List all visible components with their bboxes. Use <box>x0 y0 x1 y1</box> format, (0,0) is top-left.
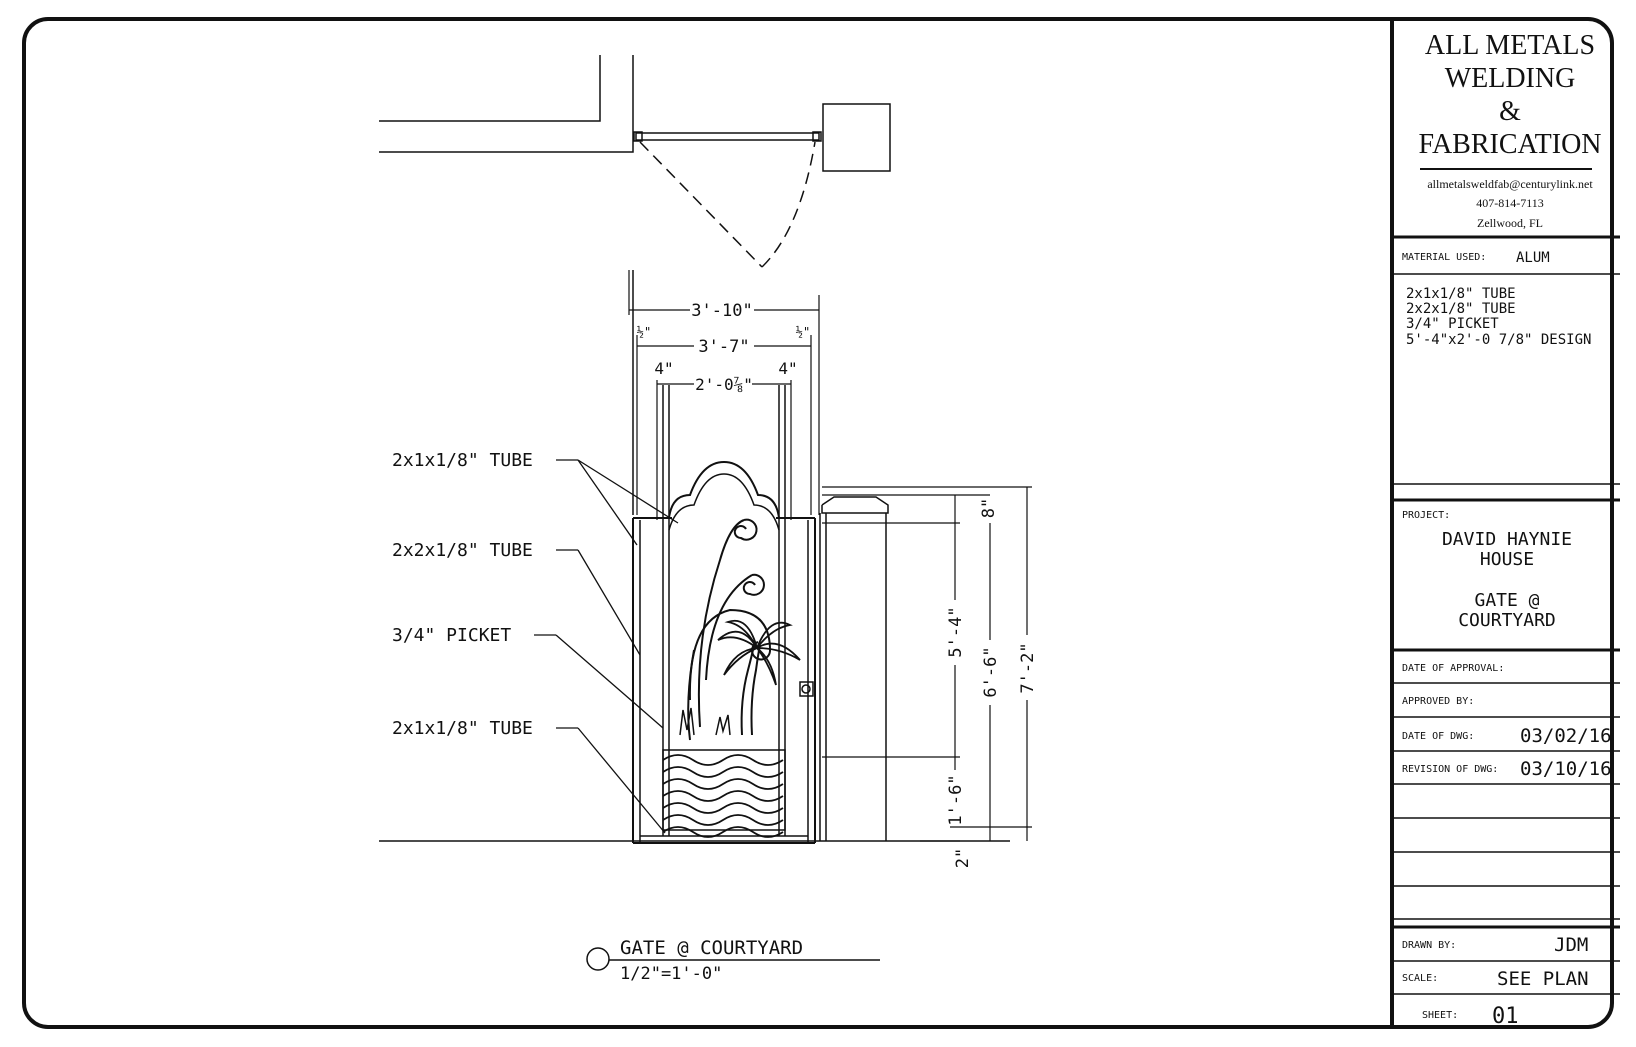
plan-swing-line <box>639 141 763 268</box>
palm-leaf <box>723 647 758 676</box>
plan-swing-arc <box>761 141 816 268</box>
material-item: 2x2x1/8" TUBE <box>1406 301 1516 317</box>
scale-label: SCALE: <box>1402 973 1438 984</box>
dimensions: 3'-10" ½" ½" 3'-7" 4" 4" 2'-0⅞" 8" 5'-4"… <box>628 270 1038 868</box>
project-label: PROJECT: <box>1402 510 1450 521</box>
caption-bubble <box>586 947 610 971</box>
frond-stem <box>697 519 745 728</box>
post-cap <box>821 496 889 514</box>
date-of-dwg-label: DATE OF DWG: <box>1402 731 1474 742</box>
frond-stem <box>687 649 695 741</box>
company-name-line2: WELDING <box>1445 63 1576 94</box>
project-desc-line2: COURTYARD <box>1458 610 1556 631</box>
dim-design-width: 2'-0⅞" <box>695 375 753 394</box>
caption-title: GATE @ COURTYARD <box>620 937 803 959</box>
wave-panel <box>662 749 786 831</box>
plan-view <box>379 55 891 268</box>
project-desc-line1: GATE @ <box>1474 590 1539 611</box>
palm-leaf <box>756 642 801 661</box>
leader-line <box>577 459 679 524</box>
dim-height-8: 8" <box>979 498 999 518</box>
dim-height-1-6: 1'-6" <box>946 774 966 825</box>
leader-line <box>555 634 664 729</box>
title-block: ALL METALS WELDING & FABRICATION allmeta… <box>1392 30 1620 1029</box>
palm-trunk <box>740 644 755 736</box>
plan-wall-outer <box>379 55 601 122</box>
material-value: ALUM <box>1516 250 1550 266</box>
plan-hinge <box>633 131 643 142</box>
view-caption: GATE @ COURTYARD 1/2"=1'-0" <box>586 937 880 984</box>
date-of-approval-label: DATE OF APPROVAL: <box>1402 663 1504 674</box>
dim-height-6-6: 6'-6" <box>981 646 1001 697</box>
latch-box <box>799 681 814 697</box>
callout-tube-top: 2x1x1/8" TUBE <box>392 450 533 471</box>
revision-label: REVISION OF DWG: <box>1402 764 1498 775</box>
dim-inner-width: 3'-7" <box>698 337 749 357</box>
gate-design-panel <box>662 518 801 838</box>
company-phone: 407-814-7113 <box>1476 196 1544 210</box>
gate-arch-top <box>668 460 780 519</box>
company-block: ALL METALS WELDING & FABRICATION allmeta… <box>1418 30 1601 230</box>
drawn-by-label: DRAWN BY: <box>1402 940 1456 951</box>
dim-height-2: 2" <box>953 848 973 868</box>
wave-line <box>662 766 784 778</box>
grass-tuft <box>679 707 731 736</box>
wave-line <box>662 754 784 766</box>
company-email: allmetalsweldfab@centurylink.net <box>1427 177 1593 191</box>
company-name-line4: FABRICATION <box>1418 129 1601 160</box>
material-item: 2x1x1/8" TUBE <box>1406 286 1516 302</box>
latch-icon <box>801 684 811 694</box>
leader-line <box>577 549 641 656</box>
wave-line <box>662 814 784 826</box>
plan-gate-leaf <box>635 132 820 141</box>
sheet-label: SHEET: <box>1422 1010 1458 1021</box>
sheet-value: 01 <box>1492 1004 1519 1029</box>
material-item: 3/4" PICKET <box>1406 316 1499 332</box>
material-label: MATERIAL USED: <box>1402 252 1486 263</box>
palm-leaf <box>756 647 777 686</box>
wave-line <box>662 778 784 790</box>
dim-overall-width: 3'-10" <box>691 301 752 321</box>
company-location: Zellwood, FL <box>1477 216 1543 230</box>
elevation-view <box>379 270 1010 844</box>
dim-half-left: ½" <box>637 325 651 339</box>
wave-line <box>662 826 784 838</box>
spiral-icon <box>742 573 765 596</box>
scale-value: SEE PLAN <box>1497 968 1589 990</box>
leader-line <box>577 459 638 546</box>
wave-line <box>662 802 784 814</box>
spiral-icon <box>733 518 758 541</box>
leader-line <box>577 727 666 834</box>
project-name-line1: DAVID HAYNIE <box>1442 529 1572 550</box>
dim-four-right: 4" <box>778 359 797 378</box>
callout-tube-bottom: 2x1x1/8" TUBE <box>392 718 533 739</box>
dim-four-left: 4" <box>654 359 673 378</box>
palm-leaf <box>756 621 793 649</box>
dim-height-7-2: 7'-2" <box>1018 642 1038 693</box>
approved-by-label: APPROVED BY: <box>1402 696 1474 707</box>
callout-tube-2x2: 2x2x1/8" TUBE <box>392 540 533 561</box>
drawn-by-value: JDM <box>1554 934 1588 956</box>
date-of-dwg-value: 03/02/16 <box>1520 725 1612 747</box>
sheet-border <box>22 17 1614 1029</box>
callouts: 2x1x1/8" TUBE 2x2x1/8" TUBE 3/4" PICKET … <box>392 450 679 834</box>
material-item: 5'-4"x2'-0 7/8" DESIGN <box>1406 332 1591 348</box>
company-name-line3: & <box>1499 96 1521 127</box>
palm-leaf <box>724 619 758 649</box>
palm-leaf <box>717 630 758 649</box>
dim-half-right: ½" <box>796 325 810 339</box>
dim-height-5-4: 5'-4" <box>946 606 966 657</box>
plan-latch <box>812 131 822 142</box>
wave-line <box>662 790 784 802</box>
callout-picket: 3/4" PICKET <box>392 625 511 646</box>
plan-wall-inner <box>379 55 634 153</box>
caption-scale: 1/2"=1'-0" <box>620 964 722 984</box>
plan-post <box>822 103 891 172</box>
project-name-line2: HOUSE <box>1480 549 1534 570</box>
company-name-line1: ALL METALS <box>1425 30 1595 61</box>
revision-value: 03/10/16 <box>1520 758 1612 780</box>
gate-arch-inner <box>668 473 780 531</box>
